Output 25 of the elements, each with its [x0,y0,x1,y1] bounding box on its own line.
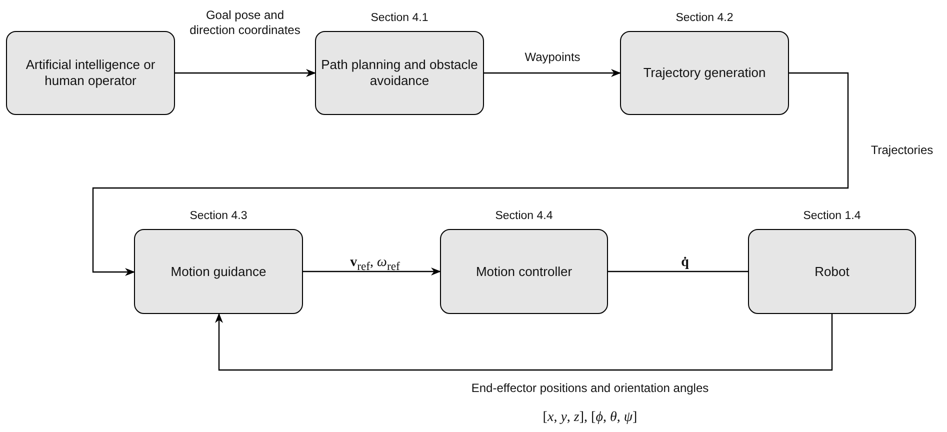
arrow [92,72,849,276]
process-box [620,31,789,115]
box-label: Motion controller [476,264,572,280]
edge-label: q̇ [680,255,690,271]
box-label: Path planning and obstacle avoidance [320,57,479,89]
arrow [484,69,621,77]
process-box [440,229,608,314]
box-label: Motion guidance [170,264,266,280]
edge-label: v$_{ref}$, ω$_{ref}$ [349,255,401,273]
box-label: Trajectory generation [643,65,766,81]
formula-label: [x, y, z], [ϕ, θ, ψ] [542,410,638,426]
arrow [215,313,833,371]
section-label: Section 4.2 [674,12,734,24]
section-label: Section 4.3 [188,210,248,222]
process-box [6,31,175,115]
box-label: Robot [814,264,850,280]
section-label: Section 1.4 [802,210,862,222]
section-label: Section 4.1 [370,12,430,24]
arrow [303,268,441,276]
arrow [175,69,316,77]
process-box [748,229,916,314]
box-label: Artificial intelligence or human operator [24,57,156,89]
process-box [134,229,303,314]
process-box [315,31,484,115]
section-label: Section 4.4 [494,210,554,222]
